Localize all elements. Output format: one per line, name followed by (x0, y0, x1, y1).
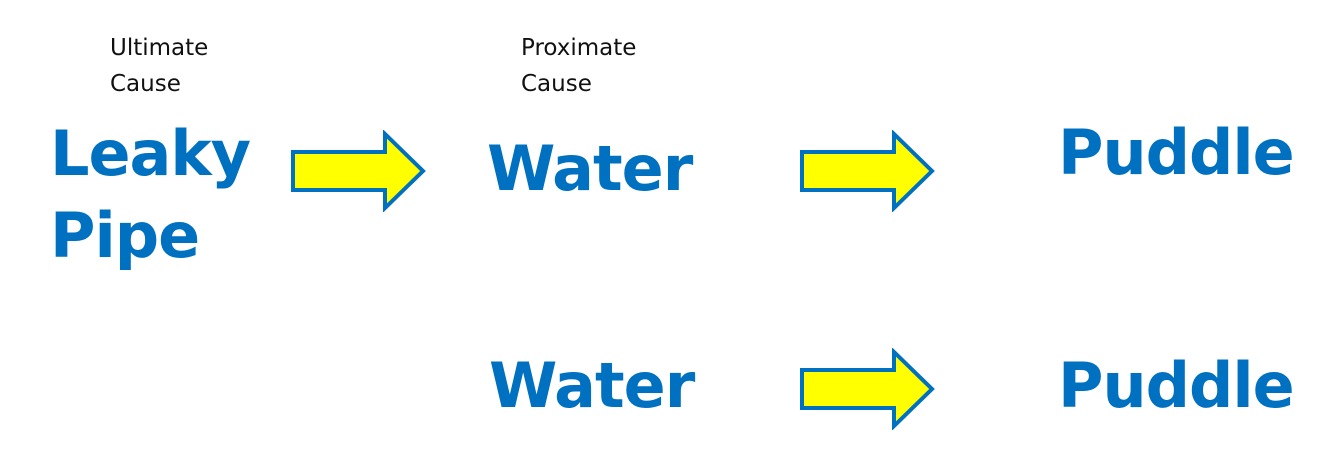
leaky-pipe-node: Leaky Pipe (50, 117, 251, 272)
right-arrow-icon (800, 130, 935, 212)
right-arrow-icon (291, 130, 426, 212)
puddle-node-row2: Puddle (1058, 349, 1295, 422)
water-node-row1: Water (487, 132, 693, 205)
proximate-cause-label: Proximate Cause (521, 35, 637, 97)
ultimate-cause-label: Ultimate Cause (110, 35, 209, 97)
puddle-node-row1: Puddle (1058, 116, 1295, 189)
water-node-row2: Water (489, 349, 695, 422)
right-arrow-icon (800, 348, 935, 430)
